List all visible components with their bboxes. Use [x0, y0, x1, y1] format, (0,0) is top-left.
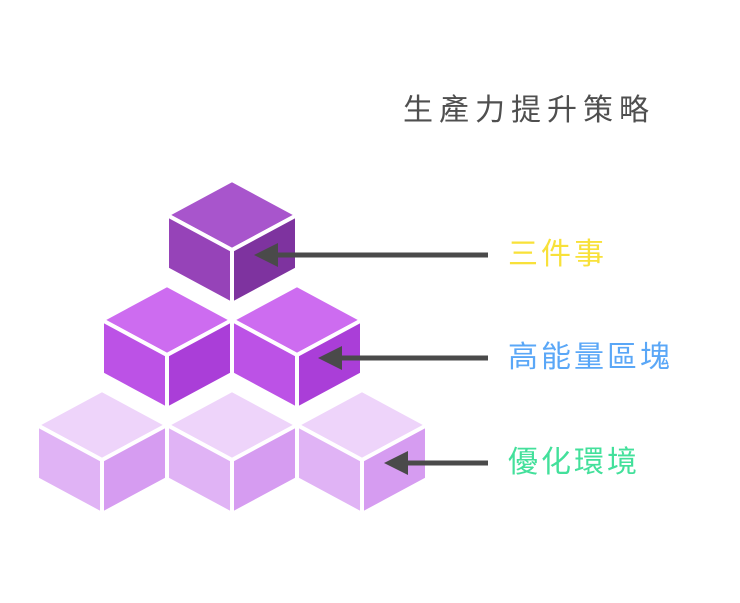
arrow-head-icon	[384, 451, 408, 475]
cube-level3-right	[295, 388, 429, 516]
arrow-head-icon	[254, 243, 278, 267]
arrow-level1	[254, 243, 488, 267]
diagram-title: 生產力提升策略	[403, 94, 655, 127]
cube-level2-left	[100, 283, 234, 411]
cube-level2-right	[230, 283, 364, 411]
cube-level1	[165, 178, 299, 306]
label-level3: 優化環境	[508, 446, 640, 479]
arrow-head-icon	[318, 346, 342, 370]
cube-face-right	[295, 318, 364, 411]
cube-level3-left	[35, 388, 169, 516]
arrow-level3	[384, 451, 488, 475]
cube-level3-middle	[165, 388, 299, 516]
arrow-level2	[318, 346, 488, 370]
cube-face-right	[360, 423, 429, 516]
label-level1: 三件事	[508, 238, 607, 271]
label-level2: 高能量區塊	[508, 341, 673, 374]
